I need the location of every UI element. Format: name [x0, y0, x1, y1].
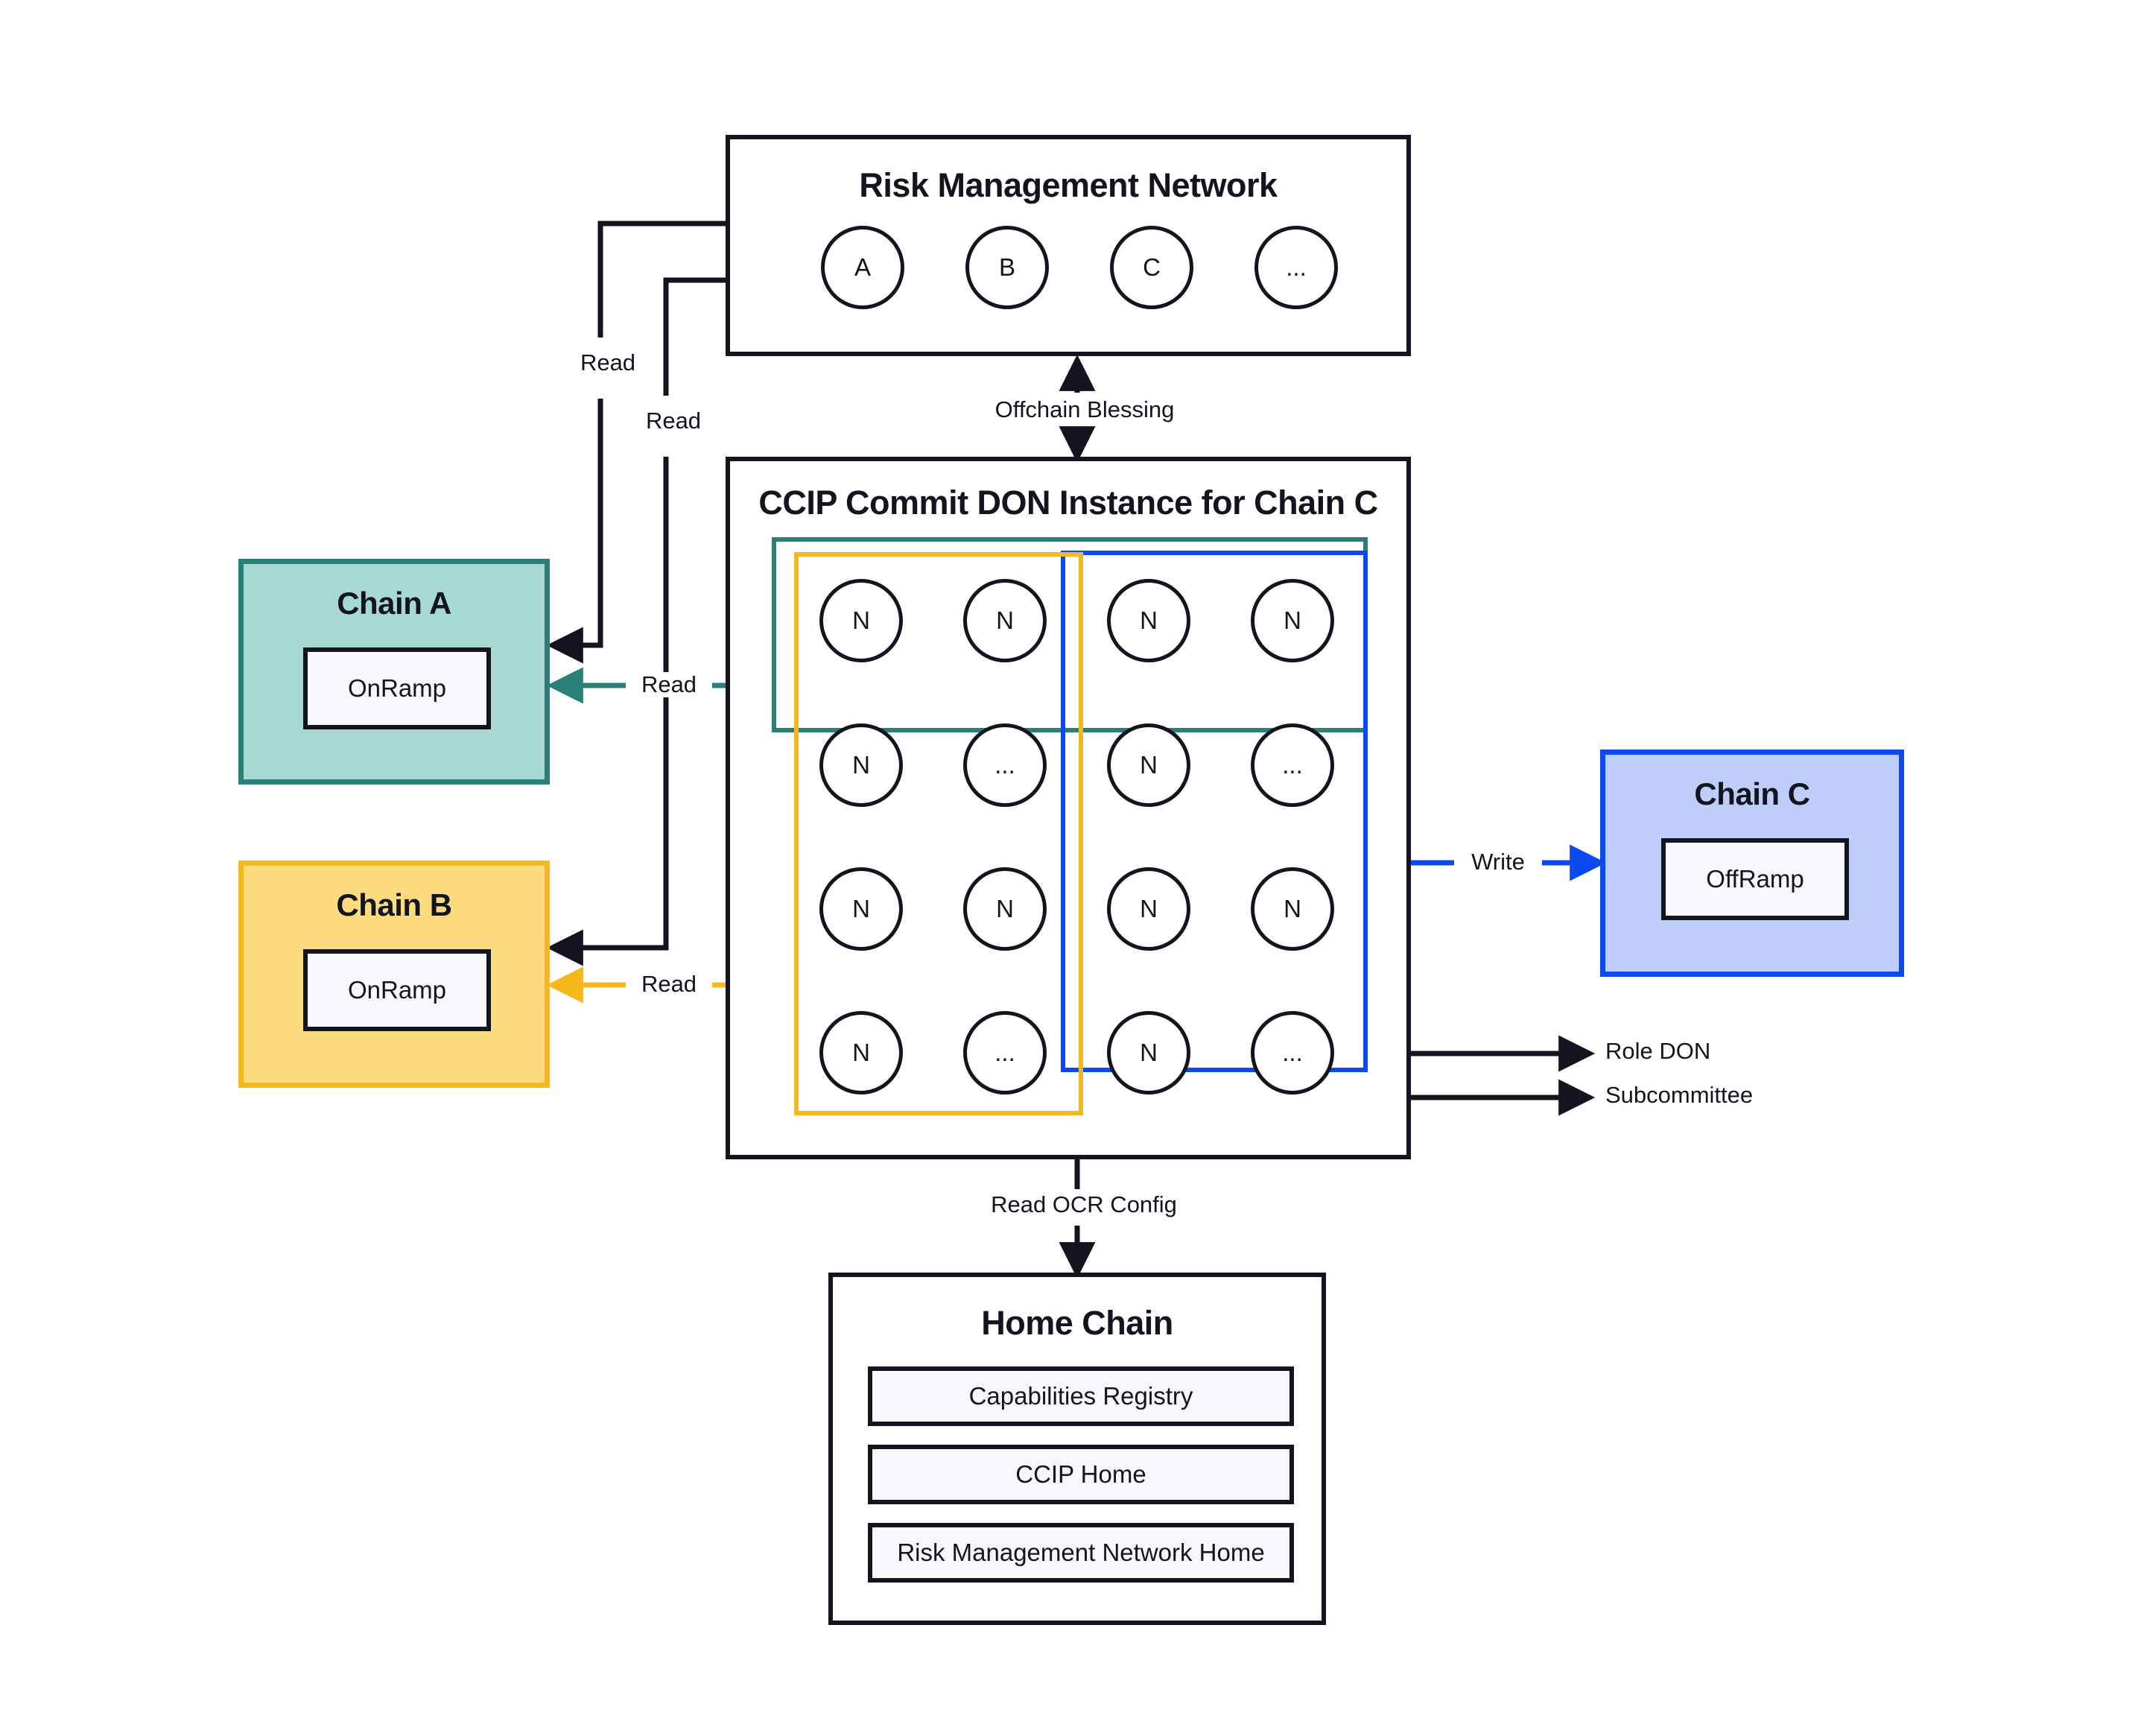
ccip-commit-don-box: CCIP Commit DON Instance for Chain C N N… — [726, 457, 1411, 1159]
rmn-node: C — [1110, 226, 1193, 309]
risk-management-network-box: Risk Management Network A B C ... — [726, 135, 1411, 356]
group-outline-yellow — [794, 552, 1083, 1115]
ccip-commit-don-title: CCIP Commit DON Instance for Chain C — [758, 484, 1378, 522]
don-node: N — [1251, 579, 1334, 662]
chain-c-offramp: OffRamp — [1661, 838, 1849, 920]
don-node: N — [963, 867, 1047, 951]
chain-c-box: Chain C OffRamp — [1600, 750, 1904, 977]
don-node: ... — [1251, 723, 1334, 807]
chain-a-onramp: OnRamp — [303, 647, 491, 729]
chain-b-title: Chain B — [336, 887, 452, 922]
don-node: N — [963, 579, 1047, 662]
home-chain-item: CCIP Home — [868, 1445, 1294, 1504]
risk-management-network-title: Risk Management Network — [859, 166, 1278, 204]
don-node: N — [1251, 867, 1334, 951]
label-write: Write — [1454, 849, 1542, 875]
label-rmn-read-b: Read — [632, 408, 715, 434]
home-chain-item: Risk Management Network Home — [868, 1523, 1294, 1583]
home-chain-title: Home Chain — [981, 1304, 1173, 1342]
label-don-read-a: Read — [626, 671, 712, 698]
home-chain-item: Capabilities Registry — [868, 1366, 1294, 1426]
don-node: N — [819, 723, 903, 807]
don-node: N — [1107, 723, 1190, 807]
label-role-don: Role DON — [1605, 1038, 1711, 1064]
don-node: ... — [963, 723, 1047, 807]
don-node: ... — [1251, 1011, 1334, 1094]
chain-c-title: Chain C — [1694, 776, 1810, 811]
chain-b-onramp: OnRamp — [303, 949, 491, 1031]
label-offchain-blessing: Offchain Blessing — [976, 396, 1193, 423]
don-node: N — [819, 1011, 903, 1094]
rmn-node: ... — [1254, 226, 1338, 309]
chain-b-box: Chain B OnRamp — [238, 861, 550, 1088]
label-don-read-b: Read — [626, 971, 712, 998]
don-node: N — [1107, 1011, 1190, 1094]
home-chain-box: Home Chain Capabilities Registry CCIP Ho… — [828, 1273, 1326, 1625]
don-node: N — [819, 579, 903, 662]
rmn-node: B — [965, 226, 1049, 309]
group-outline-blue — [1061, 551, 1368, 1072]
chain-a-box: Chain A OnRamp — [238, 559, 550, 785]
label-rmn-read-a: Read — [566, 349, 650, 376]
don-node: N — [1107, 867, 1190, 951]
label-read-ocr-config: Read OCR Config — [973, 1191, 1195, 1218]
rmn-node: A — [821, 226, 904, 309]
don-node: ... — [963, 1011, 1047, 1094]
don-node: N — [819, 867, 903, 951]
label-subcommittee: Subcommittee — [1605, 1082, 1754, 1108]
don-node: N — [1107, 579, 1190, 662]
chain-a-title: Chain A — [337, 586, 451, 621]
